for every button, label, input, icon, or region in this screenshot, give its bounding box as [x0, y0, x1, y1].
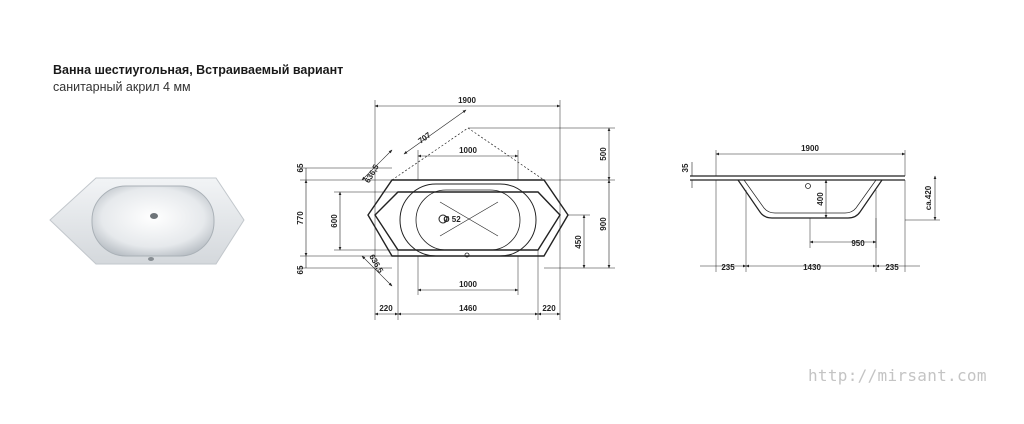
plan-right-inner: 450 [574, 235, 583, 249]
side-bottom-right: 235 [885, 263, 899, 272]
plan-bottom-left: 220 [379, 304, 393, 313]
plan-right-top: 500 [599, 147, 608, 161]
bathtub-photo [49, 177, 245, 265]
plan-right-total: 900 [599, 217, 608, 231]
side-view [690, 150, 940, 272]
plan-bottom-mid: 1460 [459, 304, 477, 313]
plan-width-total: 1900 [458, 96, 476, 105]
plan-view [300, 100, 615, 320]
plan-bottom-inner: 1000 [459, 280, 477, 289]
side-depth-inner: 400 [816, 192, 825, 206]
watermark: http://mirsant.com [808, 366, 987, 385]
plan-top-inner: 1000 [459, 146, 477, 155]
plan-diag-side-top: 636,5 [363, 162, 381, 184]
plan-drain: Ø 52 [443, 215, 461, 224]
side-bottom-mid: 1430 [803, 263, 821, 272]
side-rim: 35 [681, 163, 690, 172]
side-bottom-left: 235 [721, 263, 735, 272]
side-width-total: 1900 [801, 144, 819, 153]
plan-left-top: 65 [296, 163, 305, 172]
plan-diag-top: 707 [416, 130, 433, 145]
product-subtitle: санитарный акрил 4 мм [53, 80, 191, 94]
plan-left-bottom: 65 [296, 265, 305, 274]
side-drain-offset: 950 [851, 239, 865, 248]
title-block: Ванна шестиугольная, Встраиваемый вариан… [53, 63, 343, 94]
product-title: Ванна шестиугольная, Встраиваемый вариан… [53, 63, 344, 77]
plan-left-inner: 600 [330, 214, 339, 228]
plan-left-mid: 770 [296, 211, 305, 225]
plan-bottom-right: 220 [542, 304, 556, 313]
side-depth-total: ca.420 [924, 185, 933, 210]
